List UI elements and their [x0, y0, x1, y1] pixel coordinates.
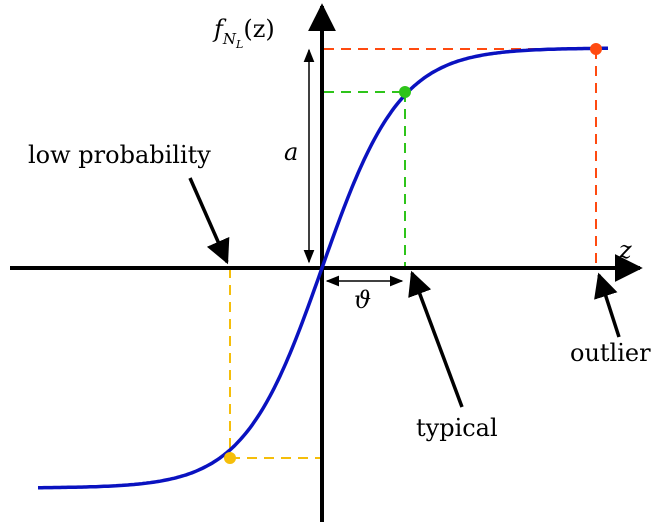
low-probability-label: low probability [28, 141, 211, 169]
low-probability-callout-arrow [188, 177, 230, 265]
x-axis-label: z [618, 236, 632, 264]
outlier-callout-arrow [594, 272, 621, 338]
typical-point [399, 86, 411, 98]
function-label: fNL(z) [212, 15, 275, 51]
low-probability-point [224, 452, 236, 464]
typical-label: typical [416, 414, 498, 442]
sigmoid-curve [38, 46, 608, 490]
outlier-label: outlier [570, 339, 651, 367]
amplitude-label: a [284, 138, 298, 166]
outlier-point [590, 43, 602, 55]
typical-callout-arrow [408, 270, 464, 408]
threshold-label: ϑ [354, 286, 371, 314]
